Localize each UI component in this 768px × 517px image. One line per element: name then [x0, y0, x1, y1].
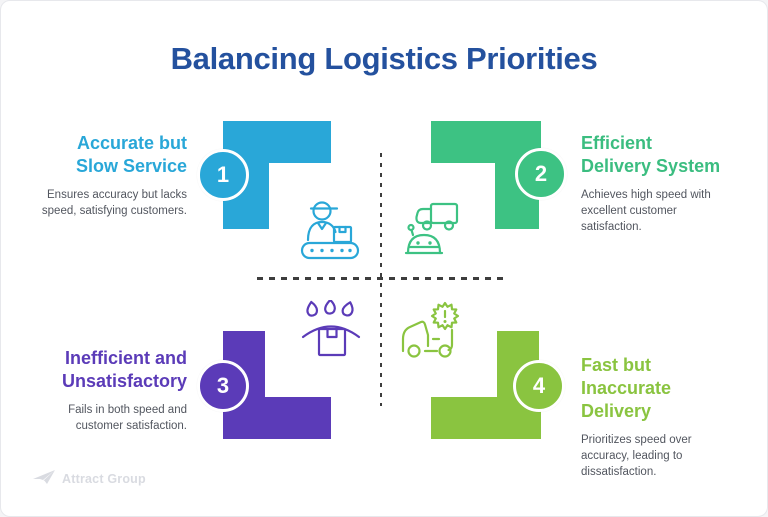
quadrant-3-text: Inefficient and Unsatisfactory Fails in … — [23, 347, 187, 434]
page-title: Balancing Logistics Priorities — [170, 41, 598, 76]
footer-logo: Attract Group — [33, 470, 146, 488]
quadrant-4-description: Prioritizes speed over accuracy, leading… — [581, 434, 692, 478]
quadrant-2-number-badge: 2 — [515, 148, 567, 200]
paper-plane-icon — [33, 470, 55, 488]
quadrant-2-number: 2 — [534, 161, 548, 186]
quadrant-4-number-badge: 4 — [513, 360, 565, 412]
quadrant-1-number: 1 — [216, 162, 230, 187]
quadrant-3-number: 3 — [216, 373, 230, 398]
quadrant-3-number-badge: 3 — [197, 360, 249, 412]
quadrant-2-description: Achieves high speed with excellent custo… — [581, 189, 711, 233]
quadrant-4-number: 4 — [532, 373, 546, 398]
crying-package-icon — [301, 300, 361, 358]
quadrant-1-description: Ensures accuracy but lacks speed, satisf… — [41, 189, 187, 217]
speeding-truck-alert-icon — [400, 299, 464, 361]
quadrant-4-text: Fast but Inaccurate Delivery Prioritizes… — [581, 354, 756, 480]
footer-logo-text: Attract Group — [62, 472, 146, 486]
quadrant-3-description: Fails in both speed and customer satisfa… — [68, 404, 187, 432]
quadrant-4-title: Fast but Inaccurate Delivery — [581, 355, 672, 421]
robot-delivery-truck-icon — [403, 199, 461, 261]
worker-conveyor-icon — [299, 199, 361, 261]
horizontal-dashed-divider — [257, 277, 504, 280]
vertical-dashed-divider — [380, 153, 382, 406]
quadrant-1-title: Accurate but Slow Service — [75, 133, 187, 176]
quadrant-1-number-badge: 1 — [197, 149, 249, 201]
quadrant-1-text: Accurate but Slow Service Ensures accura… — [23, 132, 187, 219]
quadrant-2-title: Efficient Delivery System — [581, 133, 721, 176]
quadrant-3-title: Inefficient and Unsatisfactory — [61, 348, 187, 391]
quadrant-2-text: Efficient Delivery System Achieves high … — [581, 132, 756, 235]
